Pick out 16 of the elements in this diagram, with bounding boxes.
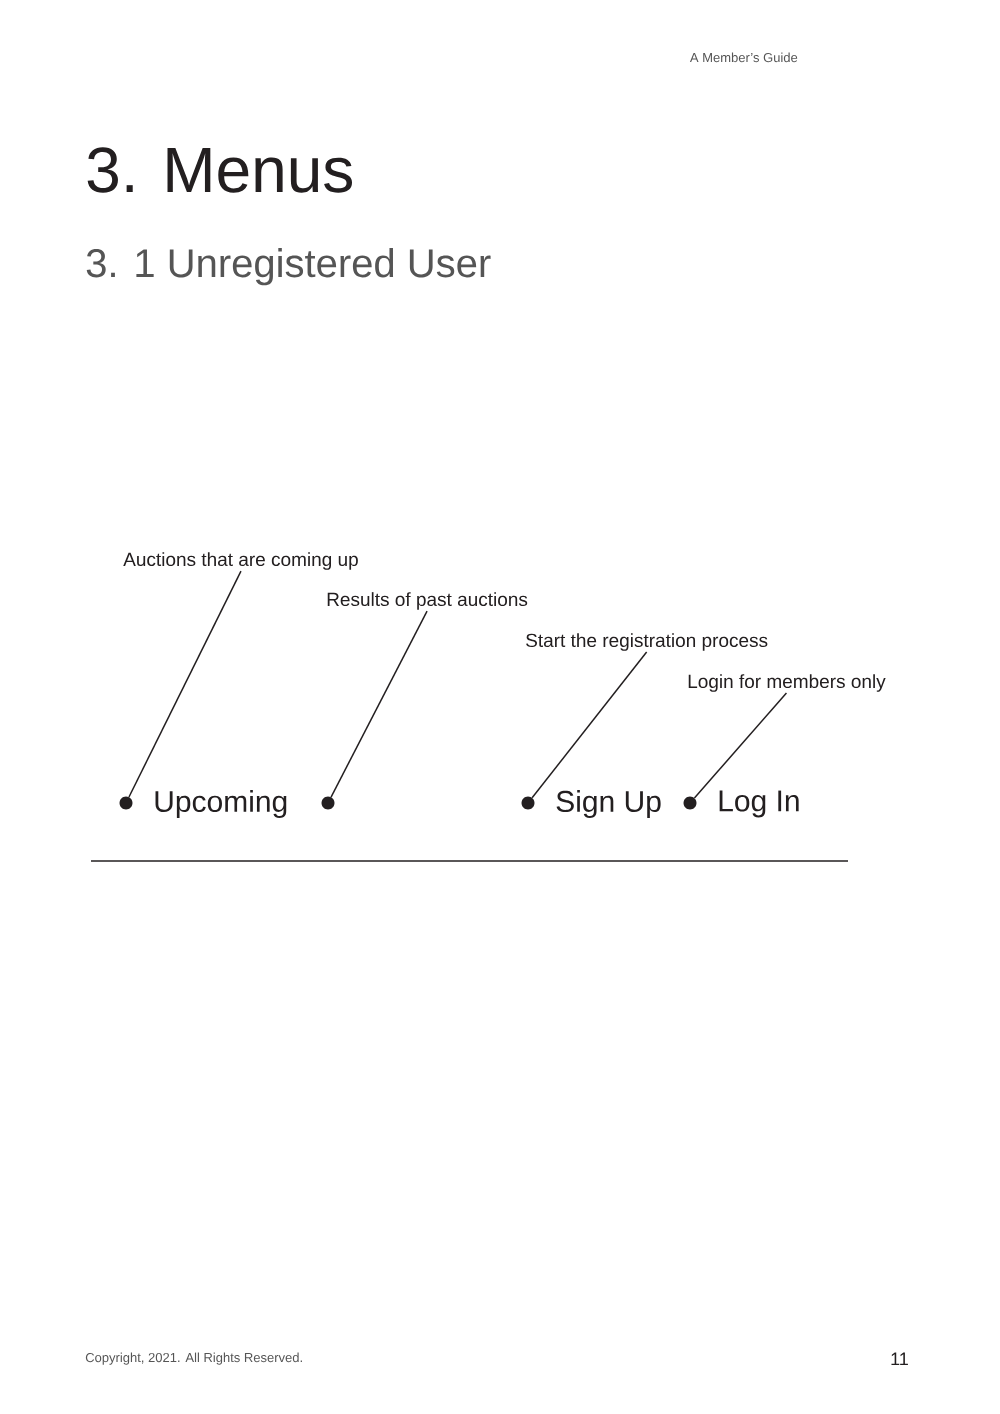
leader-line [531, 651, 648, 799]
header-text: A Member’s Guide [689, 52, 798, 63]
page-title: 3. Menus [87, 147, 352, 193]
leader-line [693, 692, 788, 799]
page-number: 11 [891, 1352, 908, 1365]
menu-item: Log In [719, 790, 799, 818]
leader-line [128, 570, 242, 798]
menu-item: Sign Up [556, 790, 661, 818]
menu-item: Upcoming [155, 790, 287, 818]
description-text: Start the registration process [526, 633, 768, 651]
footer-text: Copyright, 2021. All Rights Reserved. [85, 1352, 302, 1365]
description-text: Login for members only [688, 674, 886, 692]
description-text: Results of past auctions [327, 592, 528, 610]
description-text: Auctions that are coming up [123, 552, 358, 570]
section-heading: 3. 1 Unregistered User [86, 248, 491, 286]
leader-line [330, 610, 428, 798]
